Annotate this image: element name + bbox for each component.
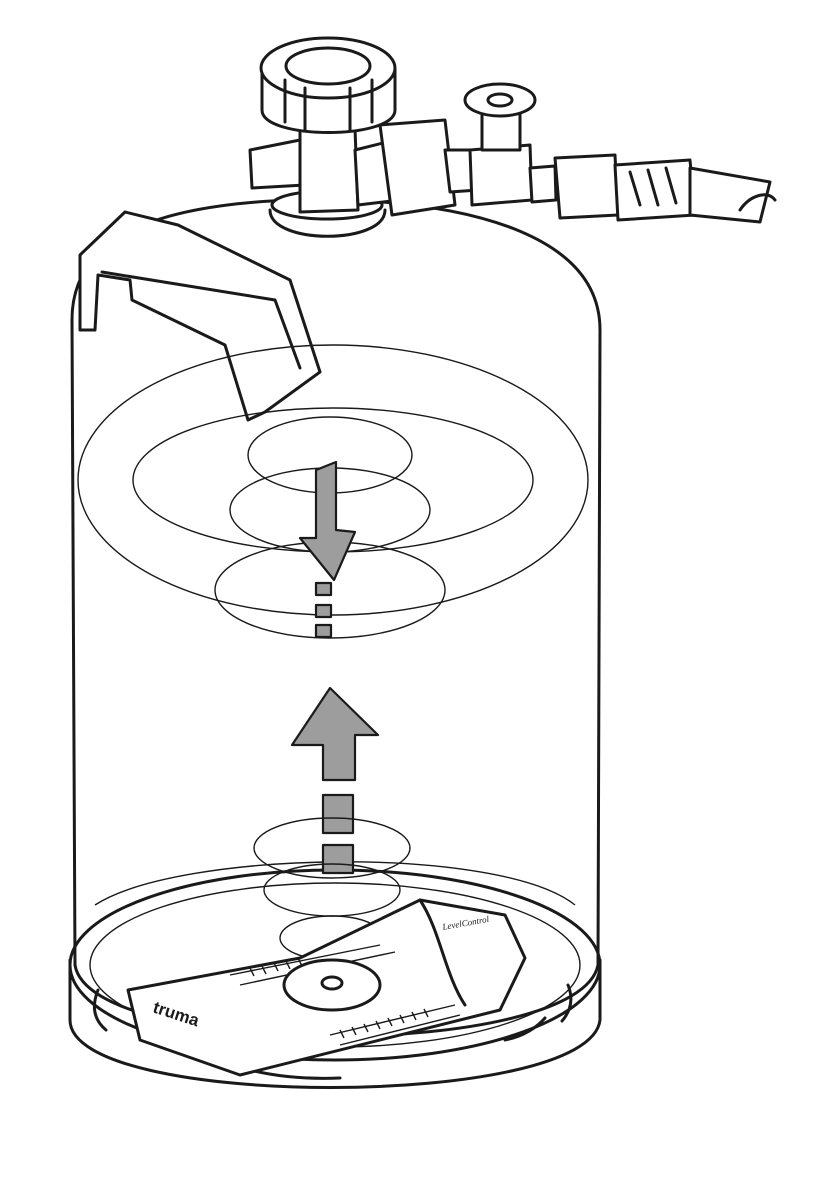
regulator-fitting	[353, 118, 480, 217]
valve-handwheel-icon	[259, 36, 397, 134]
hose-coupling	[528, 153, 697, 222]
t-connector	[463, 82, 537, 207]
down-arrow	[298, 460, 357, 639]
hose	[688, 166, 777, 224]
carry-handle	[78, 210, 322, 422]
up-arrow	[290, 686, 380, 875]
level-sensor-pad: truma LevelControl	[126, 898, 527, 1077]
